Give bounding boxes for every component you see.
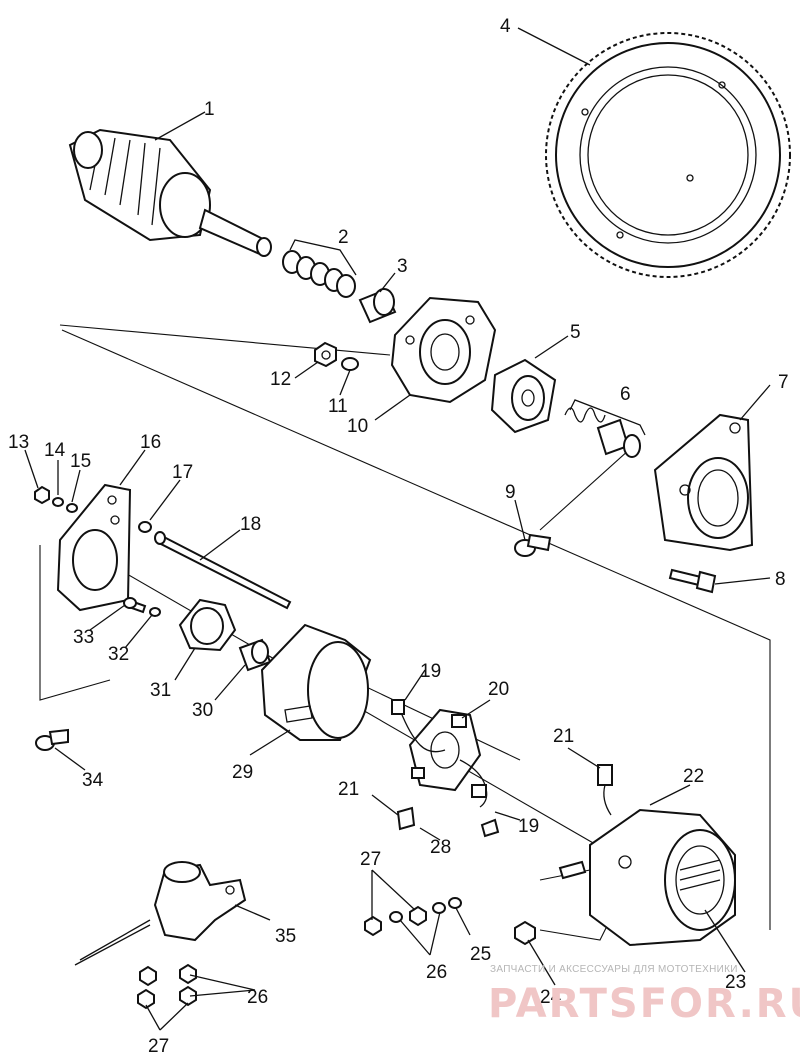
motor-frame — [558, 808, 736, 947]
watermark-brand: PARTSFOR.RU — [488, 981, 800, 1027]
screw-28 — [480, 818, 500, 838]
callout-24: 24 — [540, 987, 562, 1008]
callout-5: 5 — [570, 322, 581, 343]
bushing-30 — [238, 638, 272, 672]
callout-1: 1 — [204, 99, 215, 120]
washer-15 — [66, 503, 78, 513]
ring-gear — [545, 32, 791, 278]
bolt-8 — [668, 568, 717, 594]
callout-33: 33 — [73, 627, 94, 648]
washer-32 — [149, 607, 161, 617]
callout-15: 15 — [70, 451, 91, 472]
callout-9: 9 — [505, 482, 516, 503]
callout-16: 16 — [140, 432, 161, 453]
callout-20: 20 — [488, 679, 509, 700]
drive-pinion — [490, 358, 557, 434]
callout-23: 23 — [725, 972, 746, 993]
hardware-stack — [364, 897, 462, 937]
callout-32: 32 — [108, 644, 129, 665]
washer-set — [282, 250, 356, 298]
callout-27-lower: 27 — [148, 1036, 169, 1056]
washer-14 — [52, 497, 64, 507]
field-housing — [260, 623, 372, 741]
nut-24 — [514, 920, 536, 946]
washer-11 — [341, 357, 359, 371]
solenoid-hardware — [137, 963, 197, 1010]
callout-25: 25 — [470, 944, 491, 965]
callout-10: 10 — [347, 416, 368, 437]
callout-4: 4 — [500, 16, 511, 37]
callout-27-upper: 27 — [360, 849, 381, 870]
callout-14: 14 — [44, 440, 66, 461]
brush-lead-lower — [459, 759, 488, 808]
bearing-plate-31 — [178, 598, 237, 652]
bushing — [358, 288, 397, 324]
end-plate — [56, 483, 132, 612]
armature — [68, 128, 272, 257]
callout-2: 2 — [338, 227, 349, 248]
callout-28: 28 — [430, 837, 451, 858]
bolt-34 — [35, 728, 69, 751]
callout-31: 31 — [150, 680, 171, 701]
callout-11: 11 — [328, 396, 348, 417]
callout-29: 29 — [232, 762, 253, 783]
callout-21-lower: 21 — [338, 779, 359, 800]
callout-19-upper: 19 — [420, 661, 441, 682]
spring-collar — [564, 407, 641, 458]
leader-lines — [24, 27, 771, 1031]
callout-26-lower: 26 — [247, 987, 268, 1008]
callout-6: 6 — [620, 384, 631, 405]
callout-3: 3 — [397, 256, 408, 277]
callout-34: 34 — [82, 770, 104, 791]
callout-18: 18 — [240, 514, 261, 535]
callout-26-center: 26 — [426, 962, 447, 983]
callout-12: 12 — [270, 369, 291, 390]
callout-35: 35 — [275, 926, 296, 947]
callout-19-lower: 19 — [518, 816, 539, 837]
nut-13 — [34, 485, 50, 505]
terminal-21-upper — [597, 764, 613, 816]
watermark-caption: ЗАПЧАСТИ И АКСЕССУАРЫ ДЛЯ МОТОТЕХНИКИ — [490, 964, 738, 975]
screw-33 — [123, 597, 147, 614]
callout-30: 30 — [192, 700, 213, 721]
nut-12 — [314, 341, 337, 368]
callout-7: 7 — [778, 372, 789, 393]
end-housing — [390, 296, 497, 404]
callout-13: 13 — [8, 432, 29, 453]
callout-8: 8 — [775, 569, 786, 590]
through-bolt — [154, 531, 292, 610]
watermark: ЗАПЧАСТИ И АКСЕССУАРЫ ДЛЯ МОТОТЕХНИКИ PA… — [488, 964, 800, 1027]
bolt-9 — [514, 533, 552, 557]
solenoid — [74, 861, 247, 966]
callout-21-upper: 21 — [553, 726, 574, 747]
washer-17 — [138, 521, 152, 533]
terminal-21-lower — [396, 806, 416, 831]
callout-17: 17 — [172, 462, 193, 483]
callout-22: 22 — [683, 766, 704, 787]
callout-labels: 1 2 3 4 5 6 7 8 9 10 11 12 13 14 15 16 1… — [8, 16, 789, 1056]
mounting-bracket — [653, 413, 754, 552]
brush-lead-upper — [391, 699, 446, 753]
